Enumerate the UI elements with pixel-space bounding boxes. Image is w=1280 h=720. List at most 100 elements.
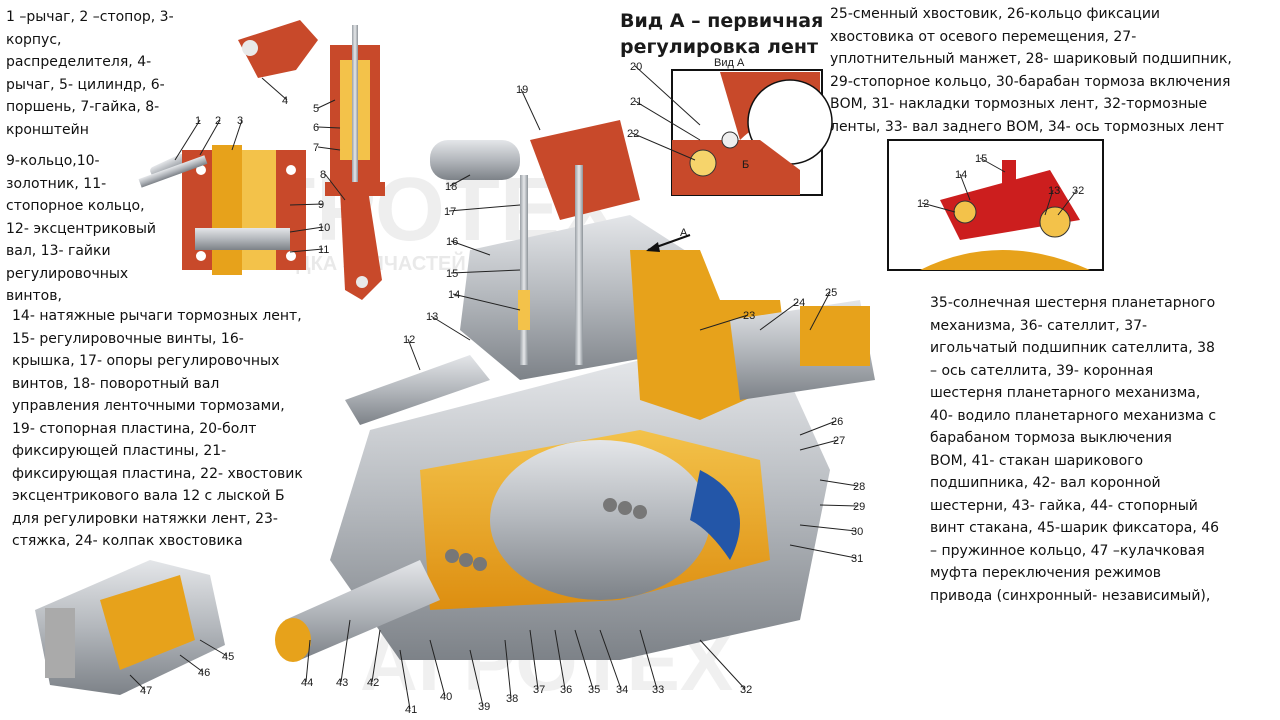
leader-line-40 [429,639,446,697]
callout-37: 37 [533,684,545,696]
leader-line-13 [430,315,471,341]
legend-block-parts-35-47: 35-солнечная шестерня планетарного механ… [930,295,1220,604]
view-a-arrow: А [646,227,691,252]
leader-line-44 [305,639,311,683]
leader-line-41 [399,649,411,710]
distributor-assembly [138,145,306,275]
callout-8: 8 [320,169,326,181]
leader-line-10 [289,226,324,233]
leader-line-31 [789,544,857,559]
leader-line-38 [504,639,512,699]
callout-9: 9 [318,199,324,211]
leader-line-7 [317,146,341,151]
callout-4: 4 [282,95,288,107]
callout-30: 30 [851,526,863,538]
callout-39: 39 [478,701,490,713]
callout-i32: 32 [1072,185,1084,197]
callout-7: 7 [313,142,319,154]
callout-10: 10 [318,222,330,234]
callout-31: 31 [851,553,863,565]
legend-block-parts-9-13: 9-кольцо,10- золотник, 11- стопорное кол… [6,153,157,304]
leader-line-32 [699,639,746,690]
cam-clutch [35,560,225,695]
callout-45: 45 [222,651,234,663]
brake-lever-inset [887,139,1104,271]
leader-line-15 [450,269,521,274]
leader-line-22 [631,132,696,161]
callout-28: 28 [853,481,865,493]
letter-a: А [680,227,688,239]
leader-line-9 [289,203,324,206]
leader-line-35 [574,629,594,690]
leader-line-45 [199,639,228,657]
callout-i14: 14 [955,169,967,181]
callout-32: 32 [740,684,752,696]
leader-line-33 [639,629,658,690]
callout-5: 5 [313,103,319,115]
leader-line-27 [799,439,839,451]
leader-line-43 [340,619,351,683]
callout-6: 6 [313,122,319,134]
leader-line-5 [317,99,336,109]
leader-line-20 [634,65,701,126]
leader-line-28 [819,479,859,487]
callout-41: 41 [405,704,417,716]
leader-line-36 [554,629,566,690]
view-a-title: Вид А – первичная регулировка лент [620,10,824,58]
callout-14: 14 [448,289,460,301]
leader-line-18 [449,174,471,187]
leader-line-47 [129,674,146,691]
callout-26: 26 [831,416,843,428]
callout-47: 47 [140,685,152,697]
callout-43: 43 [336,677,348,689]
leader-line-16 [450,240,491,256]
callout-i15: 15 [975,153,987,165]
leader-line-6 [317,126,341,129]
callout-35: 35 [588,684,600,696]
callout-2: 2 [215,115,221,127]
callout-18: 18 [445,181,457,193]
leader-line-19 [520,88,541,131]
leader-line-26 [799,420,837,436]
leader-line-17 [448,204,521,212]
callout-33: 33 [652,684,664,696]
view-a-inset: Вид А Б [671,57,833,196]
leader-line-37 [529,629,539,690]
leader-line-39 [469,649,484,707]
leader-line-14 [452,293,521,311]
callout-1: 1 [195,115,201,127]
leader-line-42 [371,629,381,683]
leader-line-i14 [959,173,971,201]
callout-25: 25 [825,287,837,299]
leader-line-29 [819,504,859,507]
legend-block-parts-14-24: 14- натяжные рычаги тормозных лент, 15- … [12,308,303,549]
callout-12: 12 [403,334,415,346]
callout-44: 44 [301,677,313,689]
callout-13: 13 [426,311,438,323]
cylinder-assembly [238,20,385,300]
callout-36: 36 [560,684,572,696]
leader-line-34 [599,629,622,690]
leader-line-2 [199,119,221,156]
callout-17: 17 [444,206,456,218]
main-housing [275,120,875,662]
leader-line-24 [759,301,799,331]
callout-20: 20 [630,61,642,73]
callout-23: 23 [743,310,755,322]
leader-line-12 [407,338,421,371]
leader-line-i15 [979,157,1006,173]
callout-34: 34 [616,684,628,696]
leader-line-11 [289,248,324,253]
leader-line-4 [261,77,288,101]
callout-15: 15 [446,268,458,280]
leader-line-46 [179,654,204,673]
callout-11: 11 [318,244,329,256]
leader-line-25 [809,291,831,331]
callout-16: 16 [446,236,458,248]
callout-27: 27 [833,435,845,447]
callout-21: 21 [630,96,642,108]
leader-line-i12 [921,202,956,213]
callout-i12: 12 [917,198,929,210]
